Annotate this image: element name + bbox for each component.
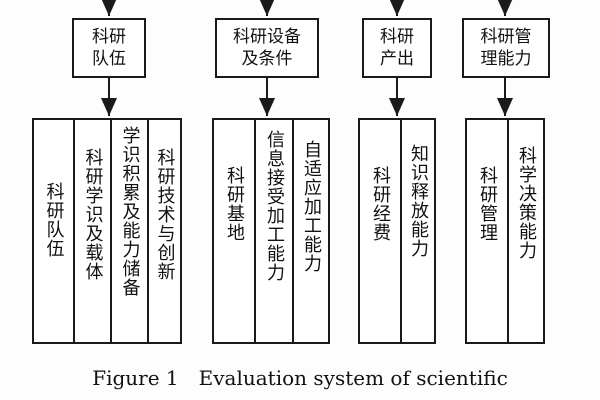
indicator-group-output: 科研经费 知识释放能力 bbox=[358, 118, 436, 344]
category-label-line-1: 科研 bbox=[380, 27, 414, 47]
category-box-output: 科研 产出 bbox=[362, 18, 432, 78]
category-box-research-team: 科研 队伍 bbox=[72, 18, 146, 78]
indicator-cell: 科研基地 bbox=[214, 120, 254, 342]
indicator-cell: 自适应加工能力 bbox=[292, 120, 328, 342]
category-box-equipment: 科研设备 及条件 bbox=[215, 18, 319, 78]
category-label-line-1: 科研管 bbox=[480, 27, 532, 47]
indicator-label: 科研经费 bbox=[370, 166, 391, 242]
indicator-cell: 科研管理 bbox=[467, 120, 507, 342]
indicator-cell: 学识积累及能力储备 bbox=[110, 120, 147, 342]
category-label-line-1: 科研设备 bbox=[233, 27, 301, 47]
indicator-group-management: 科研管理 科学决策能力 bbox=[465, 118, 545, 344]
indicator-label: 科研学识及载体 bbox=[82, 148, 104, 281]
category-label-line-2: 理能力 bbox=[480, 49, 532, 69]
category-label-line-2: 产出 bbox=[380, 49, 414, 69]
indicator-cell: 科研学识及载体 bbox=[73, 120, 110, 342]
figure-caption: Figure 1 Evaluation system of scientific bbox=[92, 366, 508, 390]
indicator-group-equipment: 科研基地 信息接受加工能力 自适应加工能力 bbox=[212, 118, 330, 344]
indicator-label: 科研队伍 bbox=[43, 182, 65, 258]
category-box-management: 科研管 理能力 bbox=[462, 18, 550, 78]
indicator-cell: 知识释放能力 bbox=[400, 120, 434, 342]
indicator-cell: 科研技术与创新 bbox=[147, 120, 180, 342]
indicator-label: 科研技术与创新 bbox=[154, 148, 176, 281]
indicator-label: 学识积累及能力储备 bbox=[119, 126, 141, 297]
indicator-label: 自适应加工能力 bbox=[301, 140, 322, 273]
indicator-label: 科学决策能力 bbox=[516, 146, 537, 260]
indicator-label: 信息接受加工能力 bbox=[264, 130, 285, 282]
indicator-label: 科研基地 bbox=[224, 166, 245, 242]
indicator-cell: 科研经费 bbox=[360, 120, 400, 342]
category-label-line-2: 及条件 bbox=[241, 49, 293, 69]
category-label-line-1: 科研 bbox=[92, 27, 126, 47]
indicator-cell: 科学决策能力 bbox=[507, 120, 543, 342]
category-label-line-2: 队伍 bbox=[92, 49, 126, 69]
indicator-cell: 科研队伍 bbox=[34, 120, 73, 342]
indicator-cell: 信息接受加工能力 bbox=[254, 120, 292, 342]
indicator-label: 知识释放能力 bbox=[408, 144, 429, 258]
indicator-group-research-team: 科研队伍 科研学识及载体 学识积累及能力储备 科研技术与创新 bbox=[32, 118, 182, 344]
indicator-label: 科研管理 bbox=[477, 166, 498, 242]
